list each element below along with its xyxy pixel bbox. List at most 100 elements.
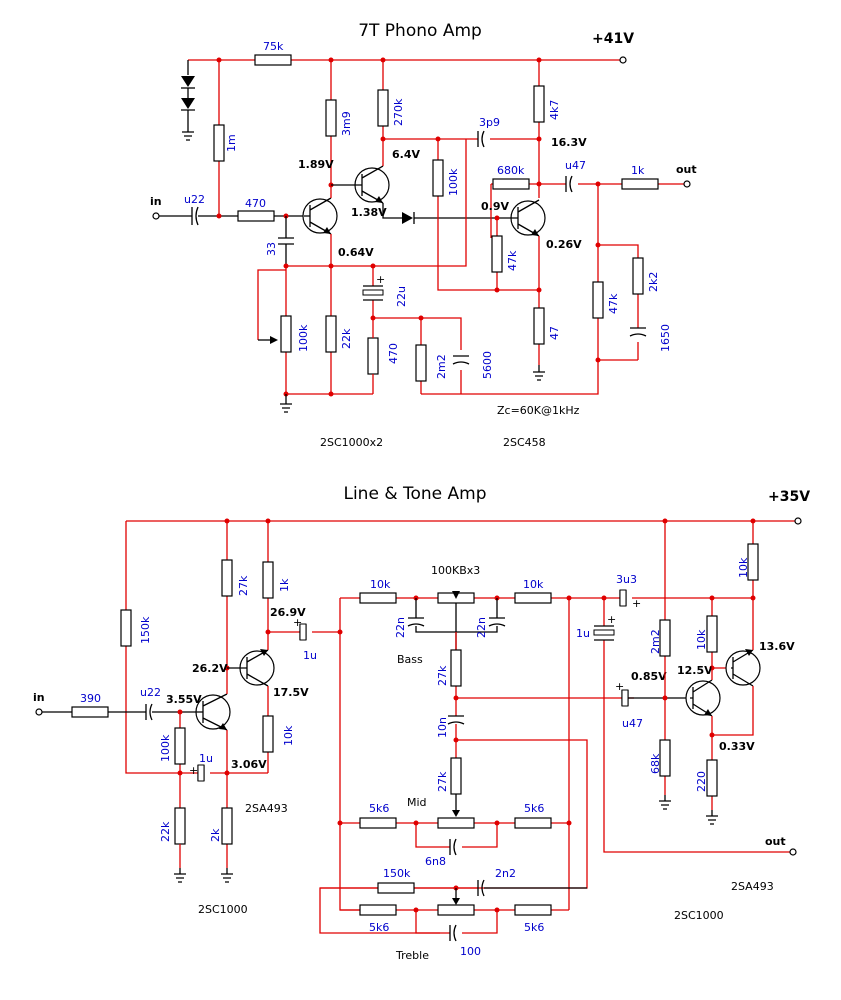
svg-text:+: + [376, 273, 385, 286]
label-1k: 1k [631, 164, 645, 177]
resistor-27k-a [221, 559, 233, 597]
svg-text:+: + [607, 613, 616, 626]
label-470a: 470 [245, 197, 266, 210]
label-u47-b: u47 [622, 717, 643, 730]
label-1m: 1m [225, 134, 238, 152]
resistor-75k [254, 54, 292, 66]
svg-text:+: + [293, 616, 302, 629]
svg-text:+: + [615, 680, 624, 693]
resistor-270k [377, 89, 389, 127]
phono-rail-label: +41V [592, 31, 634, 47]
label-100k-a: 100k [447, 168, 460, 196]
voltage-0-85: 0.85V [631, 670, 667, 683]
resistor-22k [325, 315, 337, 353]
resistor-10k-e [747, 543, 759, 581]
label-27k-c: 27k [436, 771, 449, 792]
voltage-0-33: 0.33V [719, 740, 755, 753]
resistor-1k-a [262, 561, 274, 599]
label-680k: 680k [497, 164, 525, 177]
resistor-220 [706, 759, 718, 797]
label-68k: 68k [649, 753, 662, 774]
resistor-2m2 [415, 344, 427, 382]
label-1u-a: 1u [303, 649, 317, 662]
resistor-10k-c [514, 592, 552, 604]
label-27k-a: 27k [237, 575, 250, 596]
resistor-2k2 [632, 257, 644, 295]
label-10k-c: 10k [523, 578, 544, 591]
label-10k-d: 10k [695, 629, 708, 650]
voltage-1-38: 1.38V [351, 206, 387, 219]
phono-transistors-b: 2SC458 [503, 436, 546, 449]
label-c33: 33 [265, 242, 278, 256]
resistor-5k6-a [359, 817, 397, 829]
resistor-470b [367, 337, 379, 375]
voltage-26-2: 26.2V [192, 662, 228, 675]
resistor-470a [237, 210, 275, 222]
resistor-680k [492, 178, 530, 190]
voltage-6-4: 6.4V [392, 148, 420, 161]
line-title: Line & Tone Amp [343, 484, 486, 504]
label-220: 220 [695, 771, 708, 792]
transistor-q7-icon [725, 650, 761, 686]
phono-input-terminal[interactable] [152, 212, 160, 220]
resistor-1k [621, 178, 659, 190]
transistor-q1-icon [302, 198, 338, 234]
label-150k-b: 150k [383, 867, 411, 880]
line-rail-terminal[interactable] [794, 517, 802, 525]
label-2n2: 2n2 [495, 867, 516, 880]
voltage-0-9: 0.9V [481, 200, 509, 213]
line-transistors-c: 2SA493 [731, 880, 774, 893]
line-input-terminal[interactable] [35, 708, 43, 716]
voltage-26-9: 26.9V [270, 606, 306, 619]
label-22u: 22u [395, 286, 408, 307]
phono-title: 7T Phono Amp [358, 21, 482, 41]
diode-icon [181, 76, 195, 87]
bass-label: Bass [397, 653, 423, 666]
diode-icon [181, 98, 195, 109]
voltage-1-89: 1.89V [298, 158, 334, 171]
resistor-22k-a [174, 807, 186, 845]
line-transistors-d: 2SC1000 [674, 909, 724, 922]
voltage-3-06: 3.06V [231, 758, 267, 771]
label-27k-b: 27k [436, 665, 449, 686]
label-47k-a: 47k [506, 250, 519, 271]
label-3u3: 3u3 [616, 573, 637, 586]
resistor-100k-a [432, 159, 444, 197]
voltage-13-6: 13.6V [759, 640, 795, 653]
resistor-5k6-c [359, 904, 397, 916]
label-3p9: 3p9 [479, 116, 500, 129]
label-47: 47 [548, 326, 561, 340]
resistor-3m9 [325, 99, 337, 137]
line-rail-label: +35V [768, 489, 810, 505]
treble-label: Treble [395, 949, 429, 962]
voltage-0-64: 0.64V [338, 246, 374, 259]
label-75k: 75k [263, 40, 284, 53]
line-transistors-a: 2SA493 [245, 802, 288, 815]
phono-output-terminal[interactable] [683, 180, 691, 188]
label-22n-a: 22n [394, 617, 407, 638]
resistor-10k-b [359, 592, 397, 604]
label-u22: u22 [140, 686, 161, 699]
label-6n8: 6n8 [425, 855, 446, 868]
line-output-terminal[interactable] [789, 848, 797, 856]
phono-rail-terminal[interactable] [619, 56, 627, 64]
label-10k-a: 10k [282, 725, 295, 746]
voltage-12-5: 12.5V [677, 664, 713, 677]
voltage-16-3: 16.3V [551, 136, 587, 149]
phono-note: Zc=60K@1kHz [497, 404, 580, 417]
resistor-10k-a [262, 715, 274, 753]
label-4k7: 4k7 [548, 100, 561, 120]
label-470b: 470 [387, 343, 400, 364]
label-47k-b: 47k [607, 293, 620, 314]
label-22k-a: 22k [159, 821, 172, 842]
line-amp-section: Line & Tone Amp +35V 150k in 390 u22 3.5… [33, 484, 810, 962]
label-u47: u47 [565, 159, 586, 172]
label-100: 100 [460, 945, 481, 958]
label-150k: 150k [139, 616, 152, 644]
label-pot-100k: 100k [297, 324, 310, 352]
pot-mid [437, 817, 475, 829]
resistor-5k6-d [514, 904, 552, 916]
pot-100k [280, 315, 292, 353]
label-1u-c: 1u [576, 627, 590, 640]
